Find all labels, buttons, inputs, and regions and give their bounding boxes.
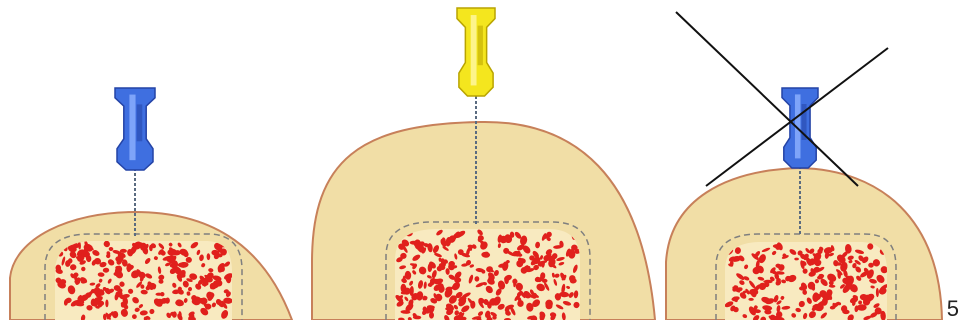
- needle-hub-yellow-icon: [457, 8, 495, 96]
- cross-out-x-icon: [676, 12, 888, 186]
- panel-1: [10, 88, 292, 320]
- needle-hub-blue-icon: [782, 88, 818, 168]
- figure-number-label: 5: [947, 298, 959, 320]
- needle-hub-blue-icon: [115, 88, 155, 170]
- panel-3: [666, 12, 942, 320]
- panel-2: [312, 8, 655, 320]
